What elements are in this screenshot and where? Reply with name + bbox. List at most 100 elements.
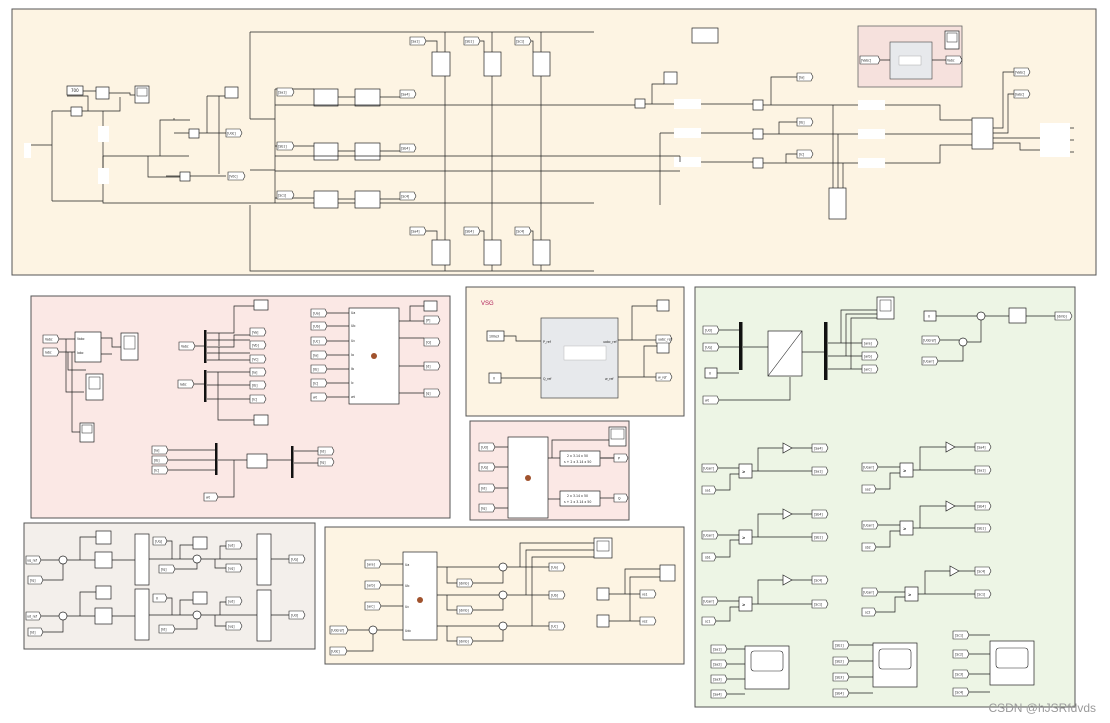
scope-i[interactable]: [253, 414, 269, 426]
svg-text:[Va]: [Va]: [252, 331, 258, 335]
lowpass-filter-q[interactable]: [559, 490, 601, 507]
scope-carrier[interactable]: [659, 564, 676, 582]
svg-text:[Iabc]: [Iabc]: [1015, 93, 1024, 97]
svg-text:[dmb]: [dmb]: [459, 582, 469, 586]
sum-m2[interactable]: [976, 311, 986, 321]
svg-text:Iabc: Iabc: [77, 351, 84, 355]
scope-vd[interactable]: [192, 591, 208, 605]
sum-block[interactable]: [70, 106, 83, 117]
svg-text:≥: ≥: [742, 535, 745, 540]
current-meas-c[interactable]: [752, 157, 764, 169]
mux-block-1[interactable]: [188, 128, 200, 139]
compare-f[interactable]: [904, 586, 919, 602]
not-d[interactable]: [945, 441, 956, 453]
svg-text:2 x 3.14 x 50: 2 x 3.14 x 50: [567, 454, 588, 458]
carrier-1[interactable]: [596, 587, 610, 601]
svg-text:[Uc]: [Uc]: [551, 625, 558, 629]
sum-vq[interactable]: [192, 554, 202, 564]
scope-dc[interactable]: [224, 86, 239, 99]
scope-out[interactable]: [663, 71, 678, 85]
scope-pq[interactable]: [423, 300, 438, 312]
svg-text:Q_ref: Q_ref: [543, 377, 552, 381]
compare-a[interactable]: [738, 463, 753, 479]
scope-iq[interactable]: [95, 530, 112, 545]
svg-text:wt: wt: [206, 496, 211, 500]
sum-m1[interactable]: [958, 337, 968, 347]
svg-text:[Sc1]: [Sc1]: [814, 603, 822, 607]
current-meas-a[interactable]: [752, 99, 764, 111]
not-c[interactable]: [782, 574, 793, 586]
phase-a-block-1[interactable]: [313, 88, 339, 107]
phase-c-block-1[interactable]: [313, 190, 339, 209]
current-meas-b[interactable]: [752, 128, 764, 140]
svg-text:[Udcref]: [Udcref]: [331, 629, 344, 633]
phase-c-block-2[interactable]: [354, 190, 381, 209]
svg-text:[Sb1]: [Sb1]: [814, 536, 823, 540]
output-mux-d[interactable]: [256, 589, 272, 642]
sum-a[interactable]: [498, 562, 508, 572]
svg-text:[Sa4]: [Sa4]: [411, 230, 420, 234]
not-e[interactable]: [945, 500, 956, 512]
svg-text:uabc_ref: uabc_ref: [658, 338, 673, 342]
scope-vsg-2[interactable]: [656, 341, 670, 354]
phase-b-block-1[interactable]: [313, 142, 339, 161]
svg-text:sa2: sa2: [865, 488, 871, 492]
phase-a-block-2[interactable]: [354, 88, 381, 107]
not-b[interactable]: [782, 508, 793, 520]
decoupling-q[interactable]: [134, 533, 150, 586]
load-block[interactable]: [828, 187, 847, 220]
scope-v[interactable]: [253, 299, 269, 311]
panel-modulation: [694, 286, 1076, 708]
not-f[interactable]: [949, 565, 960, 577]
mux-block-2[interactable]: [179, 171, 191, 182]
lowpass-filter-p[interactable]: [559, 450, 601, 467]
pi-controller-q[interactable]: [94, 551, 113, 569]
svg-text:s + 2 x 3.14 x 50: s + 2 x 3.14 x 50: [564, 500, 591, 504]
compare-b[interactable]: [738, 529, 753, 545]
powergui-block[interactable]: [691, 27, 719, 44]
svg-text:[Ud]: [Ud]: [291, 614, 298, 618]
sum-vd[interactable]: [192, 610, 202, 620]
igbt-sb1[interactable]: [483, 51, 502, 77]
compare-d[interactable]: [899, 462, 914, 478]
phase-b-block-2[interactable]: [354, 142, 381, 161]
tag-udc: [225, 128, 243, 138]
svg-text:sb1: sb1: [705, 556, 711, 560]
output-mux-q[interactable]: [256, 533, 272, 586]
svg-text:[Iq]: [Iq]: [320, 461, 325, 465]
carrier-2[interactable]: [596, 614, 610, 628]
igbt-sa1[interactable]: [431, 51, 451, 77]
compare-e[interactable]: [899, 520, 914, 536]
sum-id[interactable]: [58, 611, 68, 621]
fcn-icon-2: [525, 475, 531, 481]
igbt-sa4[interactable]: [431, 239, 451, 266]
scope-vq[interactable]: [192, 536, 208, 550]
balance-function-block[interactable]: [402, 551, 438, 641]
fn-inputs: [Ua] [Ub] [Uc] [Ia] [Ib] [Ic] wt: [310, 308, 328, 402]
abc-to-dq-block[interactable]: [74, 331, 102, 363]
saturation-block[interactable]: [1008, 307, 1027, 324]
meas-block[interactable]: [634, 98, 646, 109]
igbt-sc1[interactable]: [532, 51, 551, 77]
sum-iq[interactable]: [58, 555, 68, 565]
igbt-sc4[interactable]: [532, 239, 551, 266]
dc-source-block[interactable]: [66, 85, 84, 96]
svg-text:[Vabc]: [Vabc]: [1015, 71, 1025, 75]
scope-id[interactable]: [95, 585, 112, 600]
decoupling-d[interactable]: [134, 588, 150, 641]
svg-text:[Uc]: [Uc]: [313, 340, 320, 344]
gain-block[interactable]: [95, 86, 110, 100]
not-a[interactable]: [782, 442, 793, 454]
svg-text:Vabc: Vabc: [181, 345, 189, 349]
svg-text:wt: wt: [351, 395, 356, 399]
pi-controller-d[interactable]: [94, 607, 113, 625]
sum-udc[interactable]: [368, 625, 378, 635]
igbt-sb4[interactable]: [483, 239, 502, 266]
park-transform-block[interactable]: [246, 453, 268, 469]
svg-text:sb2: sb2: [865, 546, 871, 550]
compare-c[interactable]: [738, 596, 753, 612]
scope-vsg-1[interactable]: [656, 299, 670, 312]
sum-b[interactable]: [498, 590, 508, 600]
sum-c[interactable]: [498, 621, 508, 631]
grid-meas-block[interactable]: [971, 117, 994, 150]
